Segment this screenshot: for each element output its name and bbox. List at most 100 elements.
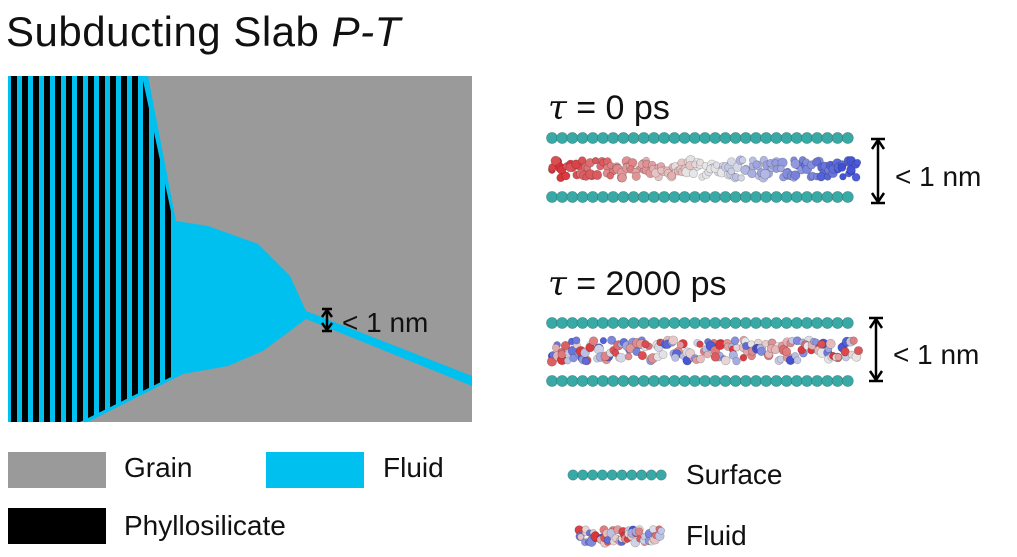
phyllosilicate-layer <box>55 76 61 422</box>
surface-atom <box>627 132 640 144</box>
surface-atom <box>841 132 854 144</box>
legend-swatch-phyllosilicate <box>8 508 106 544</box>
legend-label-grain: Grain <box>124 452 193 483</box>
fluid-atom <box>671 353 680 362</box>
surface-atom <box>831 132 844 144</box>
surface-atom <box>597 191 609 203</box>
surface-atom <box>576 375 589 387</box>
surface-atom <box>688 317 701 329</box>
fluid-atom <box>712 161 721 169</box>
phyllosilicate-layer <box>121 76 127 422</box>
fluid-atom <box>668 335 679 346</box>
surface-atom <box>668 191 681 203</box>
surface-atom <box>566 132 579 144</box>
surface-atom <box>617 375 630 387</box>
title-main: Subducting Slab <box>6 8 332 55</box>
fluid-atom <box>611 349 620 357</box>
phyllosilicate-layer <box>154 76 160 422</box>
phyllosilicate-layer <box>22 76 28 422</box>
surface-atom <box>811 375 824 387</box>
md-gap-arrow-top <box>870 137 886 205</box>
legend-fluid-atom <box>577 533 585 541</box>
surface-atom <box>770 375 783 387</box>
fluid-atom <box>637 351 647 361</box>
surface-atom <box>546 191 558 203</box>
surface-atom <box>770 132 783 144</box>
fluid-atom <box>732 356 741 366</box>
surface-atom <box>780 317 793 329</box>
surface-atom <box>668 317 681 329</box>
fluid-atom <box>846 165 856 175</box>
fluid-atom <box>853 346 864 356</box>
surface-atom <box>546 375 558 387</box>
surface-atom <box>739 132 752 144</box>
fluid-atom <box>837 163 847 172</box>
fluid-atom <box>578 156 587 165</box>
phyllosilicate-layer <box>11 76 17 422</box>
fluid-atom <box>550 155 561 167</box>
surface-atom <box>831 191 844 203</box>
surface-atom <box>668 375 681 387</box>
legend-surface-atom <box>606 469 618 481</box>
phyllosilicate-layer <box>77 76 83 422</box>
surface-atom <box>658 132 671 144</box>
fluid-atom <box>560 340 571 351</box>
phyllosilicate-layer <box>66 76 72 422</box>
surface-atom <box>648 132 660 144</box>
surface-atom <box>719 375 732 387</box>
fluid-atom <box>696 340 704 348</box>
surface-atom <box>831 375 844 387</box>
surface-atom <box>617 317 630 329</box>
surface-atom <box>556 132 569 144</box>
surface-atom <box>719 191 732 203</box>
fluid-atom <box>756 347 766 356</box>
fluid-atom <box>641 340 650 349</box>
md-legend-label-fluid: Fluid <box>686 520 747 551</box>
surface-atom <box>729 317 742 329</box>
fluid-atom <box>572 336 581 345</box>
fluid-atom <box>696 158 705 167</box>
surface-atom <box>576 191 589 203</box>
fluid-atom <box>658 350 668 359</box>
fluid-atom <box>730 336 740 345</box>
legend-label-fluid: Fluid <box>383 452 444 483</box>
fluid-atom <box>688 169 698 179</box>
surface-atom <box>780 132 793 144</box>
tau-symbol: τ <box>548 264 567 304</box>
md-gap-arrow-bottom <box>868 316 884 383</box>
legend-fluid-atom <box>634 527 644 536</box>
surface-atom <box>739 317 752 329</box>
surface-atom <box>566 317 579 329</box>
surface-atom <box>760 132 773 144</box>
md-gap-label-bottom: < 1 nm <box>893 339 979 370</box>
surface-atom <box>658 317 671 329</box>
surface-atom <box>760 191 773 203</box>
surface-atom <box>709 132 722 144</box>
surface-atom <box>790 132 803 144</box>
fluid-atom <box>851 172 861 182</box>
surface-atom <box>780 191 793 203</box>
surface-atom <box>790 375 803 387</box>
phyllosilicate-layer <box>165 76 171 422</box>
fluid-atom <box>839 173 847 181</box>
legend-surface-atom <box>636 469 648 481</box>
legend-surface-atom <box>645 469 657 481</box>
legend-surface-atom <box>596 469 608 481</box>
surface-atom <box>586 191 599 203</box>
surface-atom <box>637 132 650 144</box>
fluid-atom <box>676 341 685 349</box>
surface-atom <box>729 132 742 144</box>
fluid-atom <box>710 352 720 362</box>
surface-atom <box>627 191 640 203</box>
legend-swatch-fluid <box>266 452 364 488</box>
surface-atom <box>801 317 813 329</box>
surface-atom <box>719 132 732 144</box>
fluid-atom <box>581 357 590 366</box>
fluid-atom <box>825 338 836 349</box>
surface-atom <box>780 375 793 387</box>
surface-atom <box>546 317 558 329</box>
surface-atom <box>556 375 569 387</box>
fluid-atom <box>738 156 747 164</box>
surface-atom <box>586 132 599 144</box>
